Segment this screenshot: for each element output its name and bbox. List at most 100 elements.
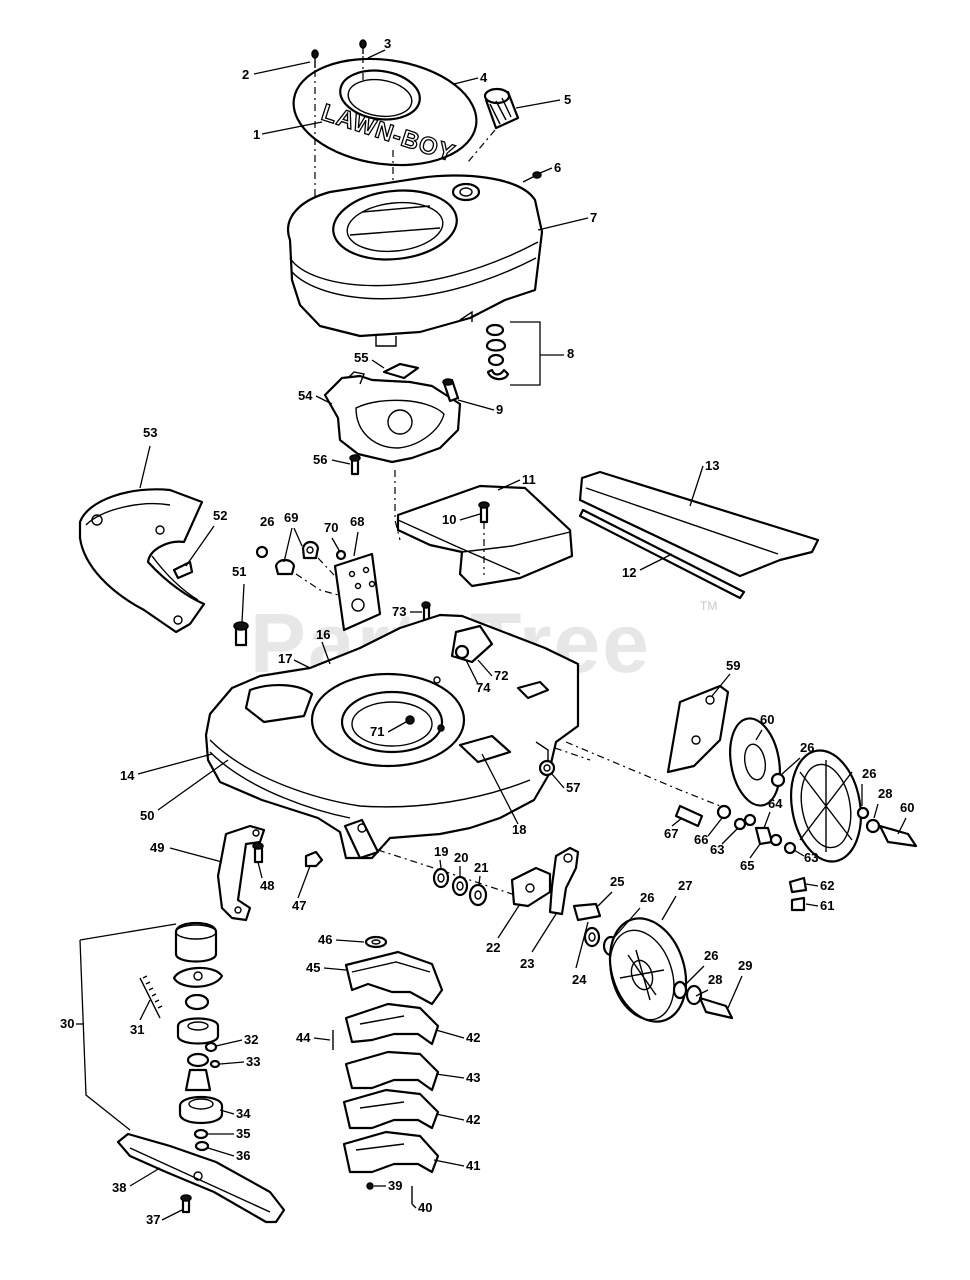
callout-47: 47 (292, 898, 306, 913)
callout-51: 51 (232, 564, 246, 579)
callout-14: 14 (120, 768, 135, 783)
callout-64b: 63 (710, 842, 724, 857)
callout-25: 25 (610, 874, 624, 889)
callout-20: 20 (454, 850, 468, 865)
blade-housing (344, 950, 444, 1006)
spacer-plate-42b (342, 1088, 440, 1130)
callout-60: 60 (760, 712, 774, 727)
callout-48: 48 (260, 878, 274, 893)
front-wheel (608, 917, 688, 1023)
callout-52: 52 (213, 508, 227, 523)
engine-shroud (287, 174, 544, 347)
callout-26e: 26 (260, 514, 274, 529)
callout-29: 29 (738, 958, 752, 973)
callout-11: 11 (522, 472, 536, 487)
callout-73: 72 (494, 668, 508, 683)
spacer-plate-43 (344, 1050, 440, 1092)
callout-41: 41 (466, 1158, 480, 1173)
mower-blade (116, 1132, 286, 1224)
callout-38: 38 (112, 1180, 126, 1195)
callout-26c: 26 (800, 740, 814, 755)
callout-37: 37 (146, 1212, 160, 1227)
callout-45: 45 (306, 960, 320, 975)
callout-12: 12 (622, 565, 636, 580)
callout-33: 33 (246, 1054, 260, 1069)
wheel-bracket (510, 866, 552, 908)
callout-64: 63 (804, 850, 818, 865)
callout-61: 60 (900, 800, 914, 815)
callout-9: 9 (496, 402, 503, 417)
callout-26b: 26 (704, 948, 718, 963)
callout-30: 30 (60, 1016, 74, 1031)
fill-cap (483, 87, 520, 130)
callout-39: 39 (388, 1178, 402, 1193)
callout-57: 57 (566, 780, 580, 795)
callout-32: 32 (244, 1032, 258, 1047)
callout-18: 18 (512, 822, 526, 837)
callout-17: 17 (278, 651, 292, 666)
callout-43: 43 (466, 1070, 480, 1085)
callout-8: 8 (567, 346, 574, 361)
rear-wheel (790, 749, 862, 863)
callout-54: 54 (298, 388, 313, 403)
callout-1: 1 (253, 127, 260, 142)
callout-69: 68 (350, 514, 364, 529)
callout-13: 13 (705, 458, 719, 473)
callout-3: 3 (384, 36, 391, 51)
callout-55: 55 (354, 350, 368, 365)
callout-28b: 28 (878, 786, 892, 801)
callout-4: 4 (480, 70, 488, 85)
retainer-clips (485, 323, 510, 381)
callout-50: 50 (140, 808, 154, 823)
callout-65: 64 (768, 796, 783, 811)
rear-wheel-plate (729, 717, 781, 807)
callout-42: 42 (466, 1030, 480, 1045)
callout-16: 16 (316, 627, 330, 642)
baffle-rod (578, 508, 746, 600)
callout-23: 23 (520, 956, 534, 971)
callout-53: 53 (143, 425, 157, 440)
callout-35: 35 (236, 1126, 250, 1141)
callout-44: 44 (296, 1030, 311, 1045)
callout-63: 62 (820, 878, 834, 893)
callout-42b: 42 (466, 1112, 480, 1127)
callout-26d: 26 (862, 766, 876, 781)
callout-24: 24 (572, 972, 587, 987)
callout-6: 6 (554, 160, 561, 175)
callout-19: 19 (434, 844, 448, 859)
callout-67: 66 (694, 832, 708, 847)
watermark-tm: TM (700, 599, 717, 613)
callout-49: 49 (150, 840, 164, 855)
baffle-plate (578, 470, 820, 578)
callout-59: 59 (726, 658, 740, 673)
callout-71: 70 (324, 520, 338, 535)
callout-70: 69 (284, 510, 298, 525)
rear-hanger (216, 824, 266, 922)
height-lever (548, 846, 580, 916)
callout-75: 74 (476, 680, 491, 695)
callout-72: 71 (370, 724, 384, 739)
callout-74: 73 (392, 604, 406, 619)
callout-62: 61 (820, 898, 834, 913)
mower-deck (204, 613, 580, 860)
callout-28: 28 (708, 972, 722, 987)
callout-21: 21 (474, 860, 488, 875)
callout-10: 10 (442, 512, 456, 527)
spacer-plate-42a (344, 1002, 440, 1046)
callout-36: 36 (236, 1148, 250, 1163)
callout-27: 27 (678, 878, 692, 893)
cover-plate: LAWN-BOY (292, 57, 478, 168)
callout-5: 5 (564, 92, 571, 107)
callout-labels: 1 2 3 4 5 6 7 8 9 10 11 12 13 14 16 17 1… (60, 36, 914, 1227)
spacer-plate-41 (342, 1130, 440, 1174)
callout-31: 31 (130, 1022, 144, 1037)
rear-cover (396, 484, 574, 588)
callout-68: 67 (664, 826, 678, 841)
callout-7: 7 (590, 210, 597, 225)
control-bracket (323, 371, 462, 464)
callout-2: 2 (242, 67, 249, 82)
blade-adapter-stack (172, 921, 224, 1152)
callout-34: 34 (236, 1106, 251, 1121)
callout-66: 65 (740, 858, 754, 873)
